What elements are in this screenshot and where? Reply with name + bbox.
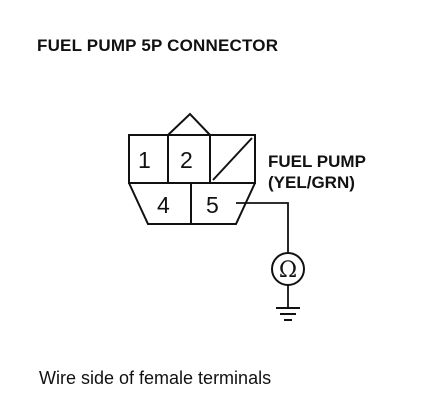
- pin-4-label: 4: [157, 192, 170, 218]
- connector-latch: [167, 112, 211, 136]
- fuel-pump-label: FUEL PUMP: [268, 152, 366, 171]
- test-lead-wire: [236, 202, 289, 308]
- diagram-caption: Wire side of female terminals: [39, 368, 272, 388]
- ohm-symbol: Ω: [279, 258, 297, 283]
- empty-cavity-slash: [212, 137, 253, 181]
- diagram-title: FUEL PUMP 5P CONNECTOR: [37, 36, 279, 55]
- wire-color-label: (YEL/GRN): [268, 173, 355, 192]
- pin-5-label: 5: [206, 192, 219, 218]
- pin-2-label: 2: [180, 147, 193, 173]
- ohmmeter-icon: Ω: [271, 252, 305, 286]
- ground-icon: [276, 307, 300, 321]
- pin-1-label: 1: [138, 147, 151, 173]
